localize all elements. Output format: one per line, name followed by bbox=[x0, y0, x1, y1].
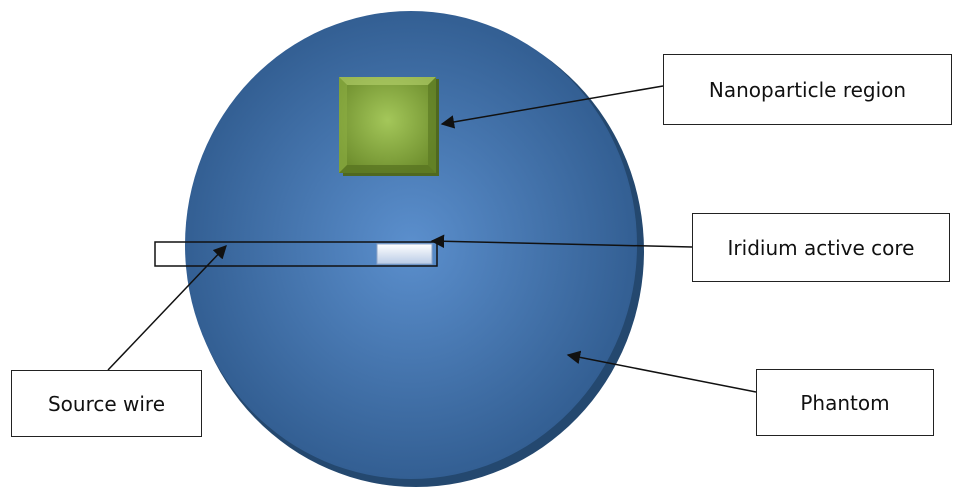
label-phantom: Phantom bbox=[756, 369, 934, 436]
label-nanoparticle-region: Nanoparticle region bbox=[663, 54, 952, 125]
source-wire bbox=[154, 241, 438, 267]
arrow-iridium bbox=[430, 234, 693, 249]
label-phantom-text: Phantom bbox=[800, 390, 890, 415]
iridium-core bbox=[376, 243, 433, 265]
label-iridium-active-core: Iridium active core bbox=[692, 213, 950, 282]
label-iridium-active-core-text: Iridium active core bbox=[727, 235, 915, 260]
arrow-source-wire bbox=[107, 245, 227, 371]
label-source-wire: Source wire bbox=[11, 370, 202, 437]
arrow-phantom bbox=[566, 350, 757, 393]
label-nanoparticle-region-text: Nanoparticle region bbox=[708, 77, 907, 102]
label-source-wire-text: Source wire bbox=[47, 391, 166, 416]
nanoparticle-region bbox=[339, 77, 439, 176]
arrow-nanoparticle bbox=[440, 85, 664, 129]
